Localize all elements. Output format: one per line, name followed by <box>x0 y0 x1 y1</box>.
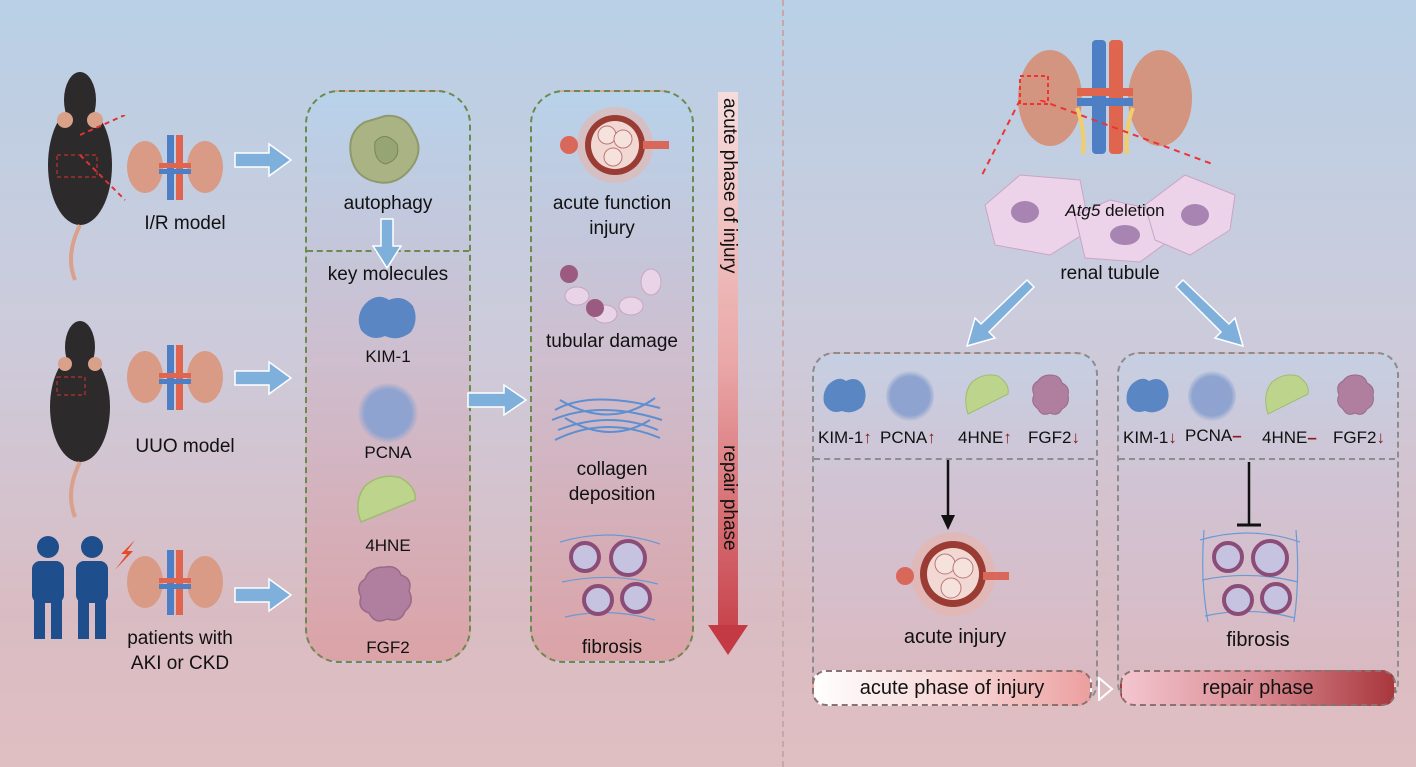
outcome-label: collagen deposition <box>530 458 694 507</box>
pcna-icon <box>886 370 934 422</box>
marker-fgf2: FGF2↓ <box>1028 428 1080 448</box>
repair-phase-label: repair phase <box>719 445 740 551</box>
molecule-label: KIM-1 <box>365 347 411 366</box>
patients-icon <box>32 536 108 639</box>
acute-box-divider <box>814 458 1094 460</box>
arrow-down-icon: ↓ <box>1168 428 1177 447</box>
fgf2-icon <box>1032 374 1069 415</box>
marker-name: KIM-1 <box>818 428 864 447</box>
kim1-icon <box>823 378 866 413</box>
mouse-icon <box>48 72 112 281</box>
kim1-icon <box>358 296 416 339</box>
outcome-line1: acute function <box>552 193 672 214</box>
fgf2-icon <box>1337 374 1374 415</box>
unchanged-dash-icon: – <box>1307 428 1317 447</box>
atg5-deletion-label: Atg5 deletion <box>1040 200 1190 222</box>
triangle-right-icon <box>1098 677 1114 701</box>
tubular-damage-icon <box>560 265 662 324</box>
inhibit-bar-icon <box>1237 462 1261 527</box>
pcna-icon <box>1188 370 1236 422</box>
arrow-down-icon: ↓ <box>1071 428 1080 447</box>
arrow-right-icon <box>234 577 293 613</box>
outcome-line2: deposition <box>568 483 656 505</box>
pcna-icon <box>358 383 418 443</box>
molecule-label: PCNA <box>364 443 412 462</box>
outcome-line1: collagen <box>576 459 648 480</box>
fibrosis-icon <box>560 534 660 621</box>
4hne-icon <box>357 475 416 523</box>
gene-action: deletion <box>1100 201 1165 220</box>
model-label: I/R model <box>144 213 226 234</box>
kidney-icon <box>127 550 223 615</box>
kim1-icon <box>1126 378 1169 413</box>
molecule-label: FGF2 <box>366 638 410 657</box>
marker-kim1: KIM-1↓ <box>1123 428 1177 448</box>
kidney-icon <box>127 135 223 200</box>
arrow-down-icon: ↓ <box>1376 428 1385 447</box>
marker-pcna: PCNA– <box>1185 426 1242 446</box>
arrow-down-icon <box>372 218 402 270</box>
marker-name: 4HNE <box>958 428 1004 447</box>
marker-name: PCNA <box>880 428 928 447</box>
arrow-up-icon: ↑ <box>927 428 936 447</box>
marker-name: KIM-1 <box>1123 428 1169 447</box>
fibrosis-icon <box>1200 530 1300 622</box>
arrow-right-icon <box>234 142 293 178</box>
kidney-icon <box>127 345 223 410</box>
autophagy-label: autophagy <box>343 193 433 214</box>
zoom-lines <box>80 115 126 201</box>
acute-phase-pill: acute phase of injury <box>812 670 1092 706</box>
glomerulus-icon <box>560 107 669 183</box>
gene-name: Atg5 <box>1065 201 1101 220</box>
unchanged-dash-icon: – <box>1232 426 1242 445</box>
mouse-icon <box>50 321 110 518</box>
fgf2-icon <box>358 565 412 622</box>
marker-4hne: 4HNE↑ <box>958 428 1012 448</box>
outcome-label: fibrosis <box>581 637 643 658</box>
model-label: patients with AKI or CKD <box>105 627 255 676</box>
repair-phase-pill: repair phase <box>1120 670 1396 706</box>
model-label: UUO model <box>135 436 235 457</box>
renal-cells-icon <box>984 174 1236 263</box>
zoom-lines <box>981 100 1216 176</box>
marker-kim1: KIM-1↑ <box>818 428 872 448</box>
marker-name: FGF2 <box>1333 428 1377 447</box>
arrow-down-left-icon <box>965 278 1035 348</box>
glomerulus-icon <box>896 532 1009 616</box>
outcome-label: tubular damage <box>545 331 679 352</box>
marker-fgf2: FGF2↓ <box>1333 428 1385 448</box>
4hne-icon <box>965 374 1009 415</box>
acute-phase-label: acute phase of injury <box>719 98 740 274</box>
acute-injury-label: acute injury <box>903 626 1007 648</box>
marker-name: FGF2 <box>1028 428 1072 447</box>
fibrosis-label: fibrosis <box>1226 629 1290 651</box>
arrow-up-icon: ↑ <box>1003 428 1012 447</box>
collagen-icon <box>551 397 663 441</box>
arrow-down-right-icon <box>1175 278 1245 348</box>
marker-name: 4HNE <box>1262 428 1308 447</box>
kidney-icon <box>1018 40 1192 155</box>
4hne-icon <box>1265 374 1309 415</box>
marker-name: PCNA <box>1185 426 1233 445</box>
outcome-line2: injury <box>589 217 635 239</box>
phase-arrow-head <box>708 625 748 655</box>
renal-tubule-label: renal tubule <box>1060 263 1160 284</box>
arrow-right-icon <box>467 383 528 417</box>
model-label-line2: AKI or CKD <box>130 652 230 674</box>
phase-gradient-arrow <box>718 92 738 627</box>
outcome-label: acute function injury <box>530 192 694 241</box>
molecule-label: 4HNE <box>365 536 411 555</box>
panel-divider <box>782 0 784 767</box>
model-label-line1: patients with <box>127 628 233 649</box>
promote-arrow-icon <box>941 460 955 530</box>
autophagy-cell-icon <box>349 114 420 184</box>
marker-pcna: PCNA↑ <box>880 428 936 448</box>
arrow-up-icon: ↑ <box>863 428 872 447</box>
arrow-right-icon <box>234 360 293 396</box>
marker-4hne: 4HNE– <box>1262 428 1317 448</box>
repair-box-divider <box>1119 458 1395 460</box>
key-molecules-label: key molecules <box>327 264 449 285</box>
